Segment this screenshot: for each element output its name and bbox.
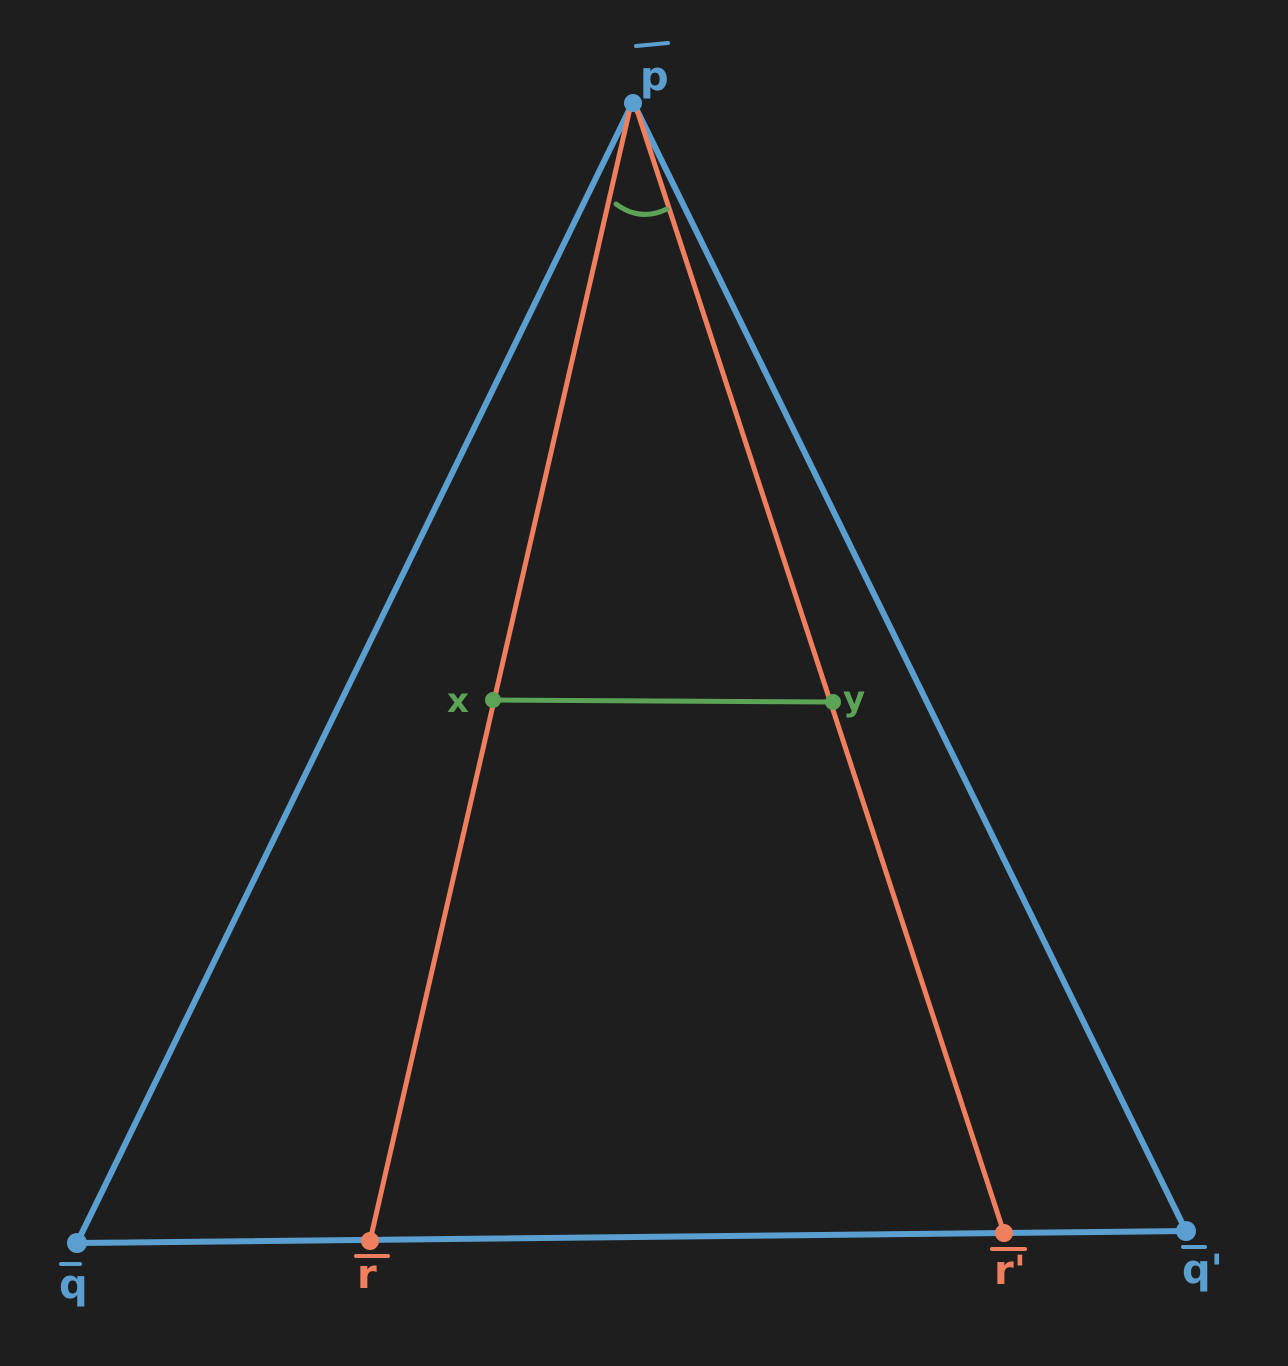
label-q-prime: q'	[1182, 1247, 1223, 1293]
point-q-prime	[1176, 1221, 1196, 1241]
point-r	[361, 1232, 379, 1250]
segment-p-q-prime	[630, 99, 1189, 1234]
point-q	[67, 1233, 87, 1253]
angle-arc	[613, 201, 670, 217]
label-q: q	[59, 1262, 88, 1308]
point-r-prime	[995, 1224, 1013, 1242]
segment-q-q-prime	[74, 1228, 1189, 1246]
point-x	[485, 692, 501, 708]
label-p: p	[640, 54, 669, 100]
label-x: x	[447, 681, 469, 721]
point-y	[825, 694, 841, 710]
label-r: r	[357, 1252, 377, 1298]
segment-x-y	[490, 697, 836, 705]
label-p-bar	[634, 41, 670, 48]
segment-p-r-prime	[632, 101, 1007, 1236]
label-r-prime: r'	[994, 1248, 1026, 1294]
point-p	[624, 94, 642, 112]
segment-p-r	[367, 101, 634, 1244]
label-y: y	[843, 679, 865, 719]
segment-p-q	[74, 99, 636, 1246]
